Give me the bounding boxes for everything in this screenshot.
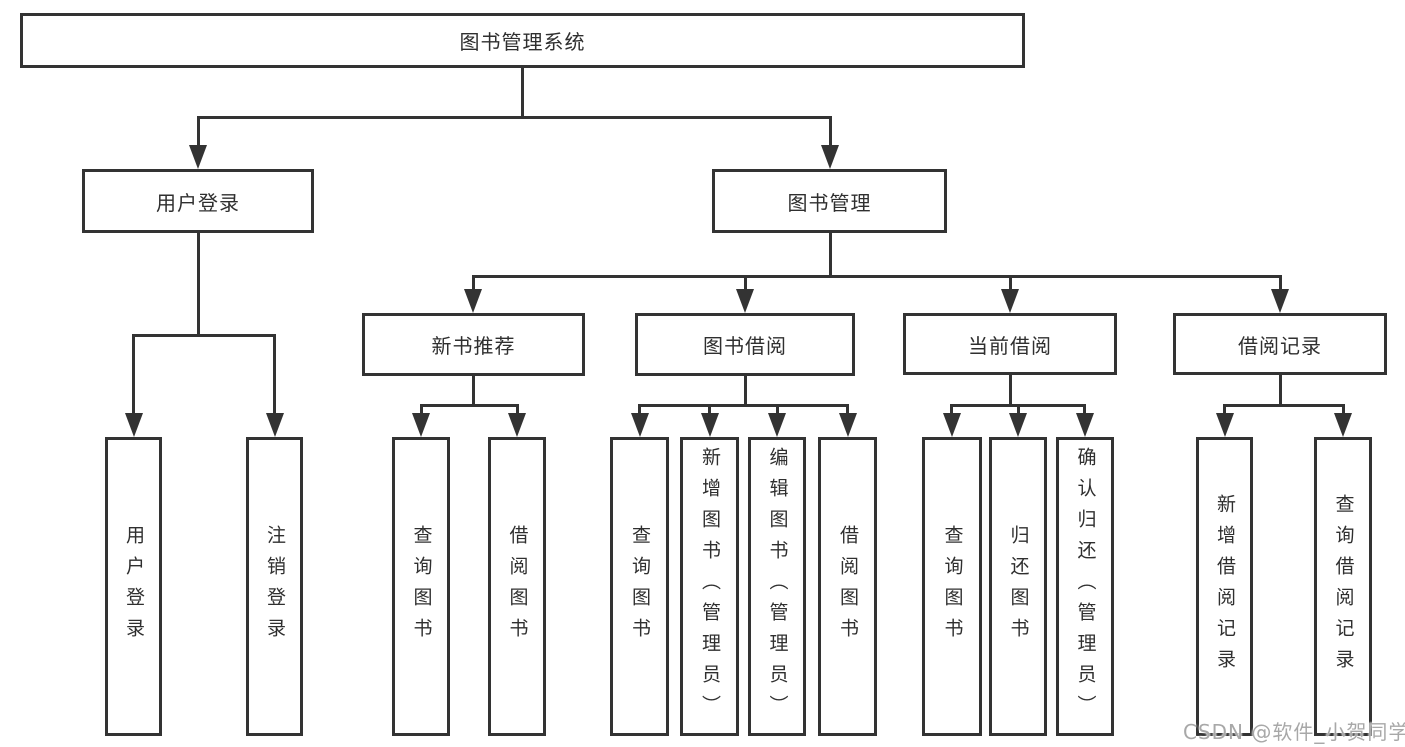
watermark: CSDN @软件_小贺同学 xyxy=(1183,720,1405,744)
leaf-borrow-books: 借阅图书 xyxy=(818,437,877,736)
node-label: 查询借阅记录 xyxy=(1332,493,1355,680)
arrowhead-icon xyxy=(1076,413,1094,437)
connector-line xyxy=(471,274,1282,278)
node-borrow-records: 借阅记录 xyxy=(1173,313,1387,375)
connector-line xyxy=(1223,404,1226,418)
connector-line xyxy=(846,404,849,418)
node-label: 归还图书 xyxy=(1007,524,1030,649)
leaf-confirm-return-admin: 确认归还（管理员） xyxy=(1056,437,1114,736)
node-label: 借阅图书 xyxy=(506,524,529,649)
connector-line xyxy=(196,233,200,336)
connector-line xyxy=(638,404,641,418)
node-label: 查询图书 xyxy=(410,524,433,649)
connector-line xyxy=(1278,274,1282,295)
arrowhead-icon xyxy=(1001,289,1019,313)
arrowhead-icon xyxy=(124,413,143,437)
connector-line xyxy=(775,404,779,418)
connector-line xyxy=(638,404,849,407)
arrowhead-icon xyxy=(1215,413,1234,437)
connector-line xyxy=(132,333,276,337)
connector-line xyxy=(1008,375,1012,407)
leaf-query-books-current: 查询图书 xyxy=(922,437,982,736)
leaf-return-books: 归还图书 xyxy=(989,437,1047,736)
node-label: 当前借阅 xyxy=(968,333,1052,358)
arrowhead-icon xyxy=(412,413,430,437)
connector-line xyxy=(1016,404,1020,418)
leaf-query-books-borrow: 查询图书 xyxy=(610,437,669,736)
connector-line xyxy=(471,274,475,295)
arrowhead-icon xyxy=(821,145,839,169)
arrowhead-icon xyxy=(508,413,526,437)
arrowhead-icon xyxy=(1009,413,1027,437)
node-label: 新增借阅记录 xyxy=(1214,493,1236,680)
leaf-user-login: 用户登录 xyxy=(105,437,162,736)
node-label: 查询图书 xyxy=(941,524,964,649)
node-label: 用户登录 xyxy=(123,524,145,649)
arrowhead-icon xyxy=(630,413,649,437)
node-label: 查询图书 xyxy=(629,524,651,649)
connector-line xyxy=(419,404,423,418)
leaf-query-borrow-record: 查询借阅记录 xyxy=(1314,437,1372,736)
leaf-query-books-newrec: 查询图书 xyxy=(392,437,450,736)
connector-line xyxy=(273,333,276,420)
connector-line xyxy=(1278,375,1282,407)
arrowhead-icon xyxy=(736,289,754,313)
connector-line xyxy=(708,404,711,418)
node-book-management: 图书管理 xyxy=(712,169,947,233)
connector-line xyxy=(419,404,519,407)
node-label: 新书推荐 xyxy=(431,334,516,358)
arrowhead-icon xyxy=(189,145,207,169)
connector-line xyxy=(196,116,832,119)
connector-line xyxy=(1083,404,1086,418)
connector-line xyxy=(1223,404,1345,407)
connector-line xyxy=(520,68,524,119)
connector-line xyxy=(1008,274,1012,295)
node-user-login: 用户登录 xyxy=(82,169,314,233)
connector-line xyxy=(743,376,747,407)
node-new-book-recommend: 新书推荐 xyxy=(362,313,585,376)
leaf-logout: 注销登录 xyxy=(246,437,303,736)
connector-line xyxy=(1341,404,1345,418)
connector-line xyxy=(950,404,953,418)
leaf-edit-books-admin: 编辑图书（管理员） xyxy=(748,437,806,736)
arrowhead-icon xyxy=(700,413,719,437)
node-label: 借阅记录 xyxy=(1238,333,1322,358)
arrowhead-icon xyxy=(265,413,284,437)
arrowhead-icon xyxy=(942,413,961,437)
node-label: 注销登录 xyxy=(264,524,286,649)
connector-line xyxy=(743,274,747,295)
connector-line xyxy=(471,376,475,407)
arrowhead-icon xyxy=(1334,413,1352,437)
leaf-borrow-books-newrec: 借阅图书 xyxy=(488,437,546,736)
connector-line xyxy=(196,116,200,150)
node-label: 确认归还（管理员） xyxy=(1074,447,1097,726)
node-label: 新增图书（管理员） xyxy=(699,447,721,726)
arrowhead-icon xyxy=(768,413,786,437)
node-label: 用户登录 xyxy=(156,190,240,215)
leaf-add-books-admin: 新增图书（管理员） xyxy=(680,437,739,736)
connector-line xyxy=(828,116,832,150)
connector-line xyxy=(828,233,832,278)
node-library-management-system: 图书管理系统 xyxy=(20,13,1025,68)
node-book-borrowing: 图书借阅 xyxy=(635,313,855,376)
node-label: 图书借阅 xyxy=(703,334,787,358)
arrowhead-icon xyxy=(464,289,482,313)
node-current-borrowing: 当前借阅 xyxy=(903,313,1117,375)
node-label: 图书管理系统 xyxy=(459,30,586,54)
node-label: 借阅图书 xyxy=(837,524,859,649)
node-label: 编辑图书（管理员） xyxy=(766,447,789,726)
node-label: 图书管理 xyxy=(787,190,872,215)
arrowhead-icon xyxy=(838,413,857,437)
connector-line xyxy=(132,333,135,420)
leaf-add-borrow-record: 新增借阅记录 xyxy=(1196,437,1253,736)
arrowhead-icon xyxy=(1271,289,1289,313)
connector-line xyxy=(515,404,519,418)
